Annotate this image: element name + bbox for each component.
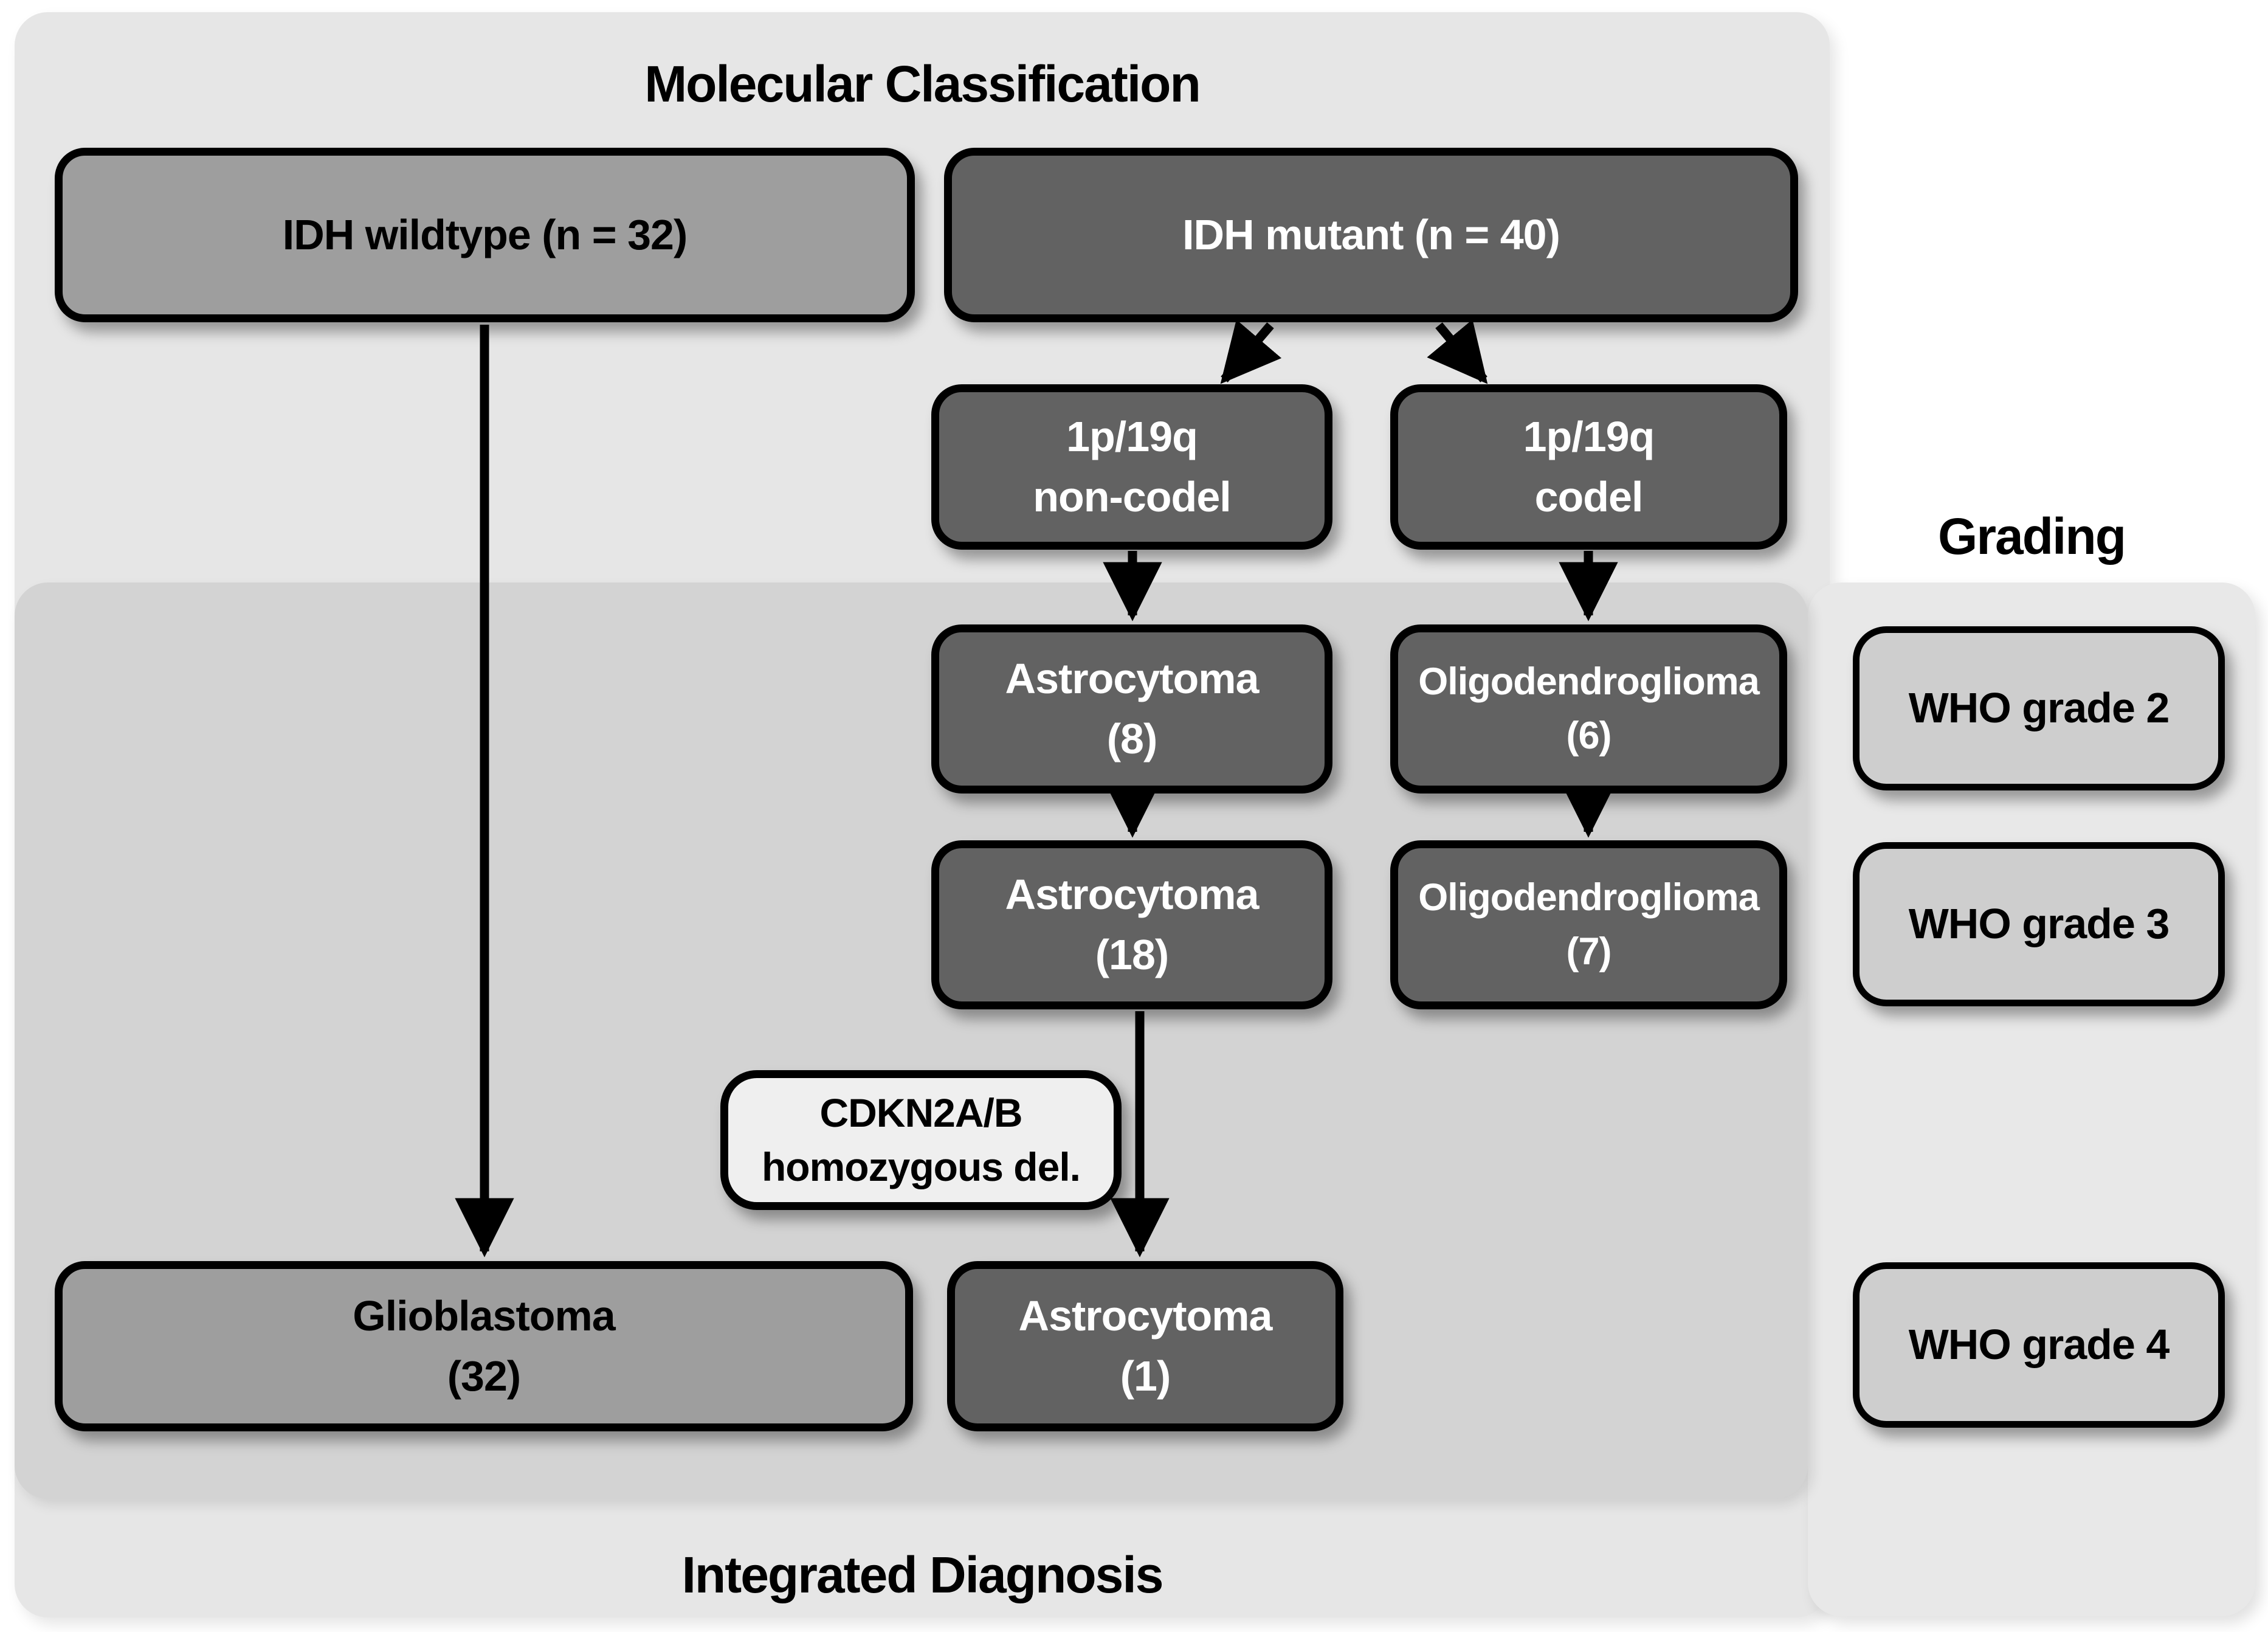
node-who-grade-2: WHO grade 2 [1853,626,2225,790]
node-who-grade-4: WHO grade 4 [1853,1262,2225,1428]
node-who-grade-3: WHO grade 3 [1853,842,2225,1006]
arrow-idh-mutant-to-noncodel [1220,319,1282,384]
node-cdkn2ab-homozygous-deletion: CDKN2A/B homozygous del. [720,1070,1122,1210]
node-oligodendroglioma-6: Oligodendroglioma (6) [1390,624,1787,794]
node-astrocytoma-18: Astrocytoma (18) [931,840,1332,1009]
integrated-diagnosis-title: Integrated Diagnosis [681,1546,1164,1603]
node-idh-wildtype: IDH wildtype (n = 32) [55,148,915,322]
node-1p19q-codel: 1p/19q codel [1390,384,1787,550]
node-oligodendroglioma-7: Oligodendroglioma (7) [1390,840,1787,1009]
molecular-classification-title: Molecular Classification [644,55,1201,112]
arrow-idh-mutant-to-codel [1427,319,1488,384]
grading-title: Grading [1937,508,2126,565]
node-astrocytoma-8: Astrocytoma (8) [931,624,1332,794]
node-astrocytoma-1: Astrocytoma (1) [947,1261,1343,1431]
node-glioblastoma-32: Glioblastoma (32) [55,1261,913,1431]
node-idh-mutant: IDH mutant (n = 40) [944,148,1798,322]
node-1p19q-non-codel: 1p/19q non-codel [931,384,1332,550]
